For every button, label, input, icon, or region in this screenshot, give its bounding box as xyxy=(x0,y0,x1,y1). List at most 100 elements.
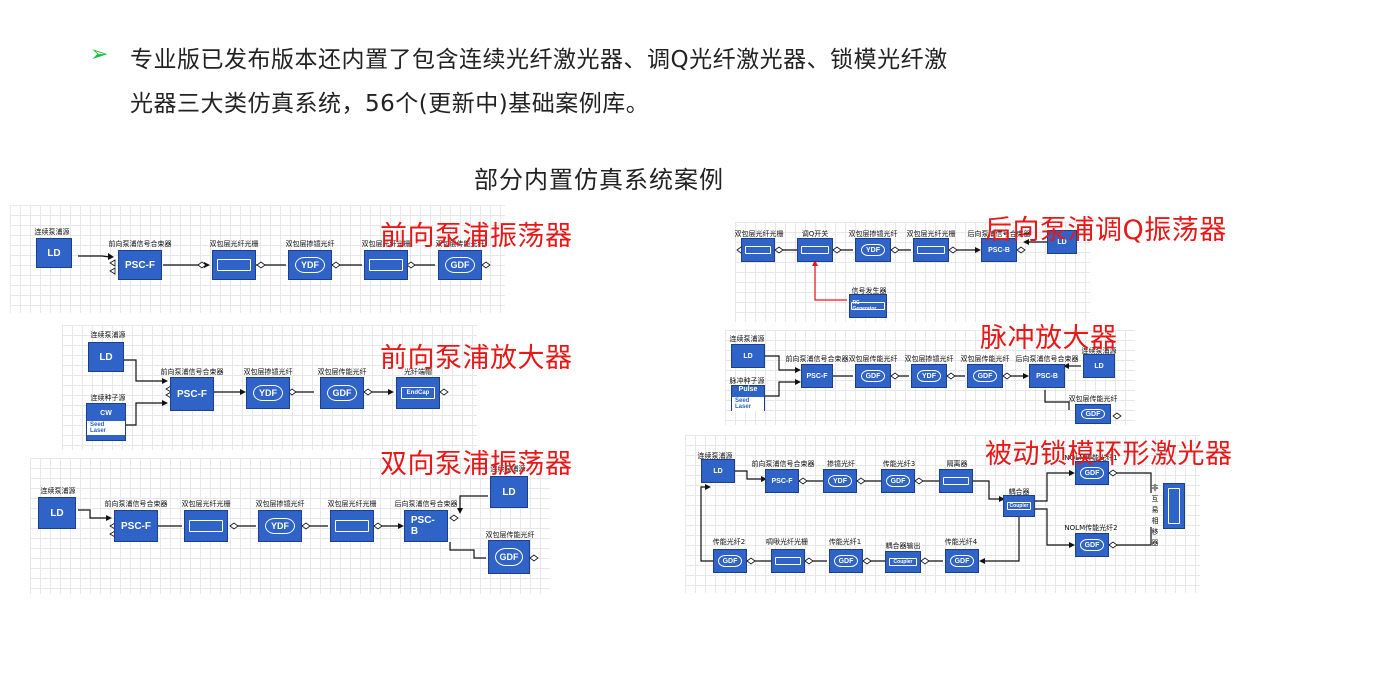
ydf-block[interactable]: YDF xyxy=(258,510,302,542)
ld-label: LD xyxy=(99,351,113,363)
fbg-block-1[interactable] xyxy=(212,250,256,280)
label-phase-shifter: 非互易相移器 xyxy=(1151,484,1159,547)
nonreciprocal-phase-shifter-block[interactable] xyxy=(1163,483,1185,529)
label-gdf-4: 传能光纤4 xyxy=(944,538,978,546)
psc-f-block[interactable]: PSC-F xyxy=(801,364,833,388)
fbg-block-2[interactable] xyxy=(330,510,374,542)
label-gdf: 双包层传能光纤 xyxy=(317,368,367,376)
label-forward-combiner: 前向泵浦信号合束器 xyxy=(104,500,168,508)
gdf-block[interactable]: GDF xyxy=(488,540,530,574)
q-switch-block[interactable] xyxy=(797,238,833,262)
label-endcap: 光纤端帽 xyxy=(404,368,432,376)
section-heading: 部分内置仿真系统案例 xyxy=(474,166,724,194)
fbg-label xyxy=(745,245,771,255)
label-gdf-3: 传能光纤3 xyxy=(882,460,916,468)
diagram-backward-q-oscillator: 双包层光纤光栅 调Q开关 双包层掺镱光纤 YDF 双包层光纤光栅 后向泵浦信号合… xyxy=(735,222,1090,322)
gdf-block-3[interactable]: GDF xyxy=(1075,404,1111,424)
psc-b-block[interactable]: PSC-B xyxy=(1029,364,1065,388)
title-backward-q-oscillator: 后向泵浦调Q振荡器 xyxy=(985,215,1227,246)
ld-pump-block[interactable]: LD xyxy=(701,459,735,483)
label-ydf: 双包层掺镱光纤 xyxy=(848,230,898,238)
ydf-block[interactable]: YDF xyxy=(823,469,857,493)
psc-f-block[interactable]: PSC-F xyxy=(114,510,158,542)
gdf-block-2[interactable]: GDF xyxy=(967,364,1003,388)
label-isolator: 隔离器 xyxy=(946,460,968,468)
label-ydf: 双包层掺镱光纤 xyxy=(904,355,954,363)
label-forward-combiner: 前向泵浦信号合束器 xyxy=(160,368,224,376)
label-coupler: 耦合器 xyxy=(1008,488,1030,496)
ld-pump-block[interactable]: LD xyxy=(1047,230,1077,254)
ydf-block[interactable]: YDF xyxy=(911,364,947,388)
gdf-block-4[interactable]: GDF xyxy=(945,549,979,573)
fbg-block-1[interactable] xyxy=(184,510,228,542)
label-q-switch: 调Q开关 xyxy=(801,230,829,238)
gdf-block[interactable]: GDF xyxy=(438,250,482,280)
label-forward-combiner: 前向泵浦信号合束器 xyxy=(751,460,815,468)
seed-laser-text: Seed Laser xyxy=(732,396,764,411)
gdf-label: GDF xyxy=(326,384,358,402)
ydf-block[interactable]: YDF xyxy=(246,377,290,409)
ld-label: LD xyxy=(47,247,61,259)
title-bidirectional-oscillator: 双向泵浦振荡器 xyxy=(380,449,573,480)
ydf-block[interactable]: YDF xyxy=(855,238,891,262)
label-forward-combiner: 前向泵浦信号合束器 xyxy=(785,355,849,363)
ld-pump-block[interactable]: LD xyxy=(38,497,76,529)
label-pulse-seed: 脉冲种子源 xyxy=(729,377,765,385)
ydf-block[interactable]: YDF xyxy=(288,250,332,280)
label-nolm-gdf-2: NOLM传能光纤2 xyxy=(1064,524,1118,532)
label-fbg-1: 双包层光纤光栅 xyxy=(734,230,784,238)
psc-f-block[interactable]: PSC-F xyxy=(118,250,162,280)
ld-pump-block-2[interactable]: LD xyxy=(490,476,528,508)
fbg-block-1[interactable] xyxy=(741,238,775,262)
label-ydf: 双包层掺镱光纤 xyxy=(285,240,335,248)
label-gdf-3: 双包层传能光纤 xyxy=(1068,395,1118,403)
wires xyxy=(736,239,1047,301)
nolm-gdf-block-2[interactable]: GDF xyxy=(1075,533,1109,557)
pulse-text: Pulse xyxy=(738,385,758,393)
gdf-block-3[interactable]: GDF xyxy=(881,469,915,493)
fbg-block-2[interactable] xyxy=(364,250,408,280)
ld-pump-block-2[interactable]: LD xyxy=(1083,354,1115,378)
gdf-label: GDF xyxy=(1080,466,1104,480)
gdf-block[interactable]: GDF xyxy=(320,377,364,409)
coupler-block[interactable]: Coupler xyxy=(1003,495,1035,517)
psc-b-block[interactable]: PSC-B xyxy=(404,510,448,542)
chirped-fbg-block[interactable] xyxy=(771,549,805,573)
gdf-block-2[interactable]: GDF xyxy=(713,549,747,573)
fbg-label xyxy=(217,259,251,271)
fbg-block-2[interactable] xyxy=(913,238,949,262)
label-fbg-2: 双包层光纤光栅 xyxy=(361,240,411,248)
psc-label: PSC-B xyxy=(988,246,1010,254)
ld-pump-block[interactable]: LD xyxy=(731,344,765,368)
gdf-block-1[interactable]: GDF xyxy=(855,364,891,388)
label-forward-combiner: 前向泵浦信号合束器 xyxy=(108,240,172,248)
psc-f-block[interactable]: PSC-F xyxy=(765,469,799,493)
label-pump-source-2: 连续泵浦源 xyxy=(1081,347,1117,355)
gdf-block-1[interactable]: GDF xyxy=(829,549,863,573)
nolm-gdf-block-1[interactable]: GDF xyxy=(1075,461,1109,485)
label-fbg-2: 双包层光纤光栅 xyxy=(906,230,956,238)
label-gdf: 双包层传能光纤 xyxy=(435,240,485,248)
signal-generator-block[interactable]: RC Generator xyxy=(849,294,887,318)
coupler-output-block[interactable]: Coupler xyxy=(885,551,921,573)
generator-label: RC Generator xyxy=(851,300,885,312)
gdf-label: GDF xyxy=(950,554,974,568)
psc-f-block[interactable]: PSC-F xyxy=(170,377,214,411)
label-nolm-gdf-1: NOLM传能光纤1 xyxy=(1064,454,1118,462)
label-pump-source: 连续泵浦源 xyxy=(40,487,76,495)
ld-pump-block[interactable]: LD xyxy=(88,342,124,372)
psc-b-block[interactable]: PSC-B xyxy=(981,238,1017,262)
label-chirped-fbg: 啁啾光纤光栅 xyxy=(766,538,808,546)
ld-pump-block[interactable]: LD xyxy=(36,238,72,268)
bullet-arrow-icon: ➢ xyxy=(90,42,109,67)
endcap-block[interactable]: EndCap xyxy=(396,377,440,409)
ld-label: LD xyxy=(713,467,723,475)
isolator-block[interactable] xyxy=(939,469,973,493)
label-ydf: 双包层掺镱光纤 xyxy=(255,500,305,508)
diagram-mode-locked-ring: 连续泵浦源 LD 前向泵浦信号合束器 PSC-F 掺镱光纤 YDF 传能光纤3 … xyxy=(685,435,1200,593)
intro-line-1: 专业版已发布版本还内置了包含连续光纤激光器、调Q光纤激光器、锁模光纤激 xyxy=(130,47,948,73)
